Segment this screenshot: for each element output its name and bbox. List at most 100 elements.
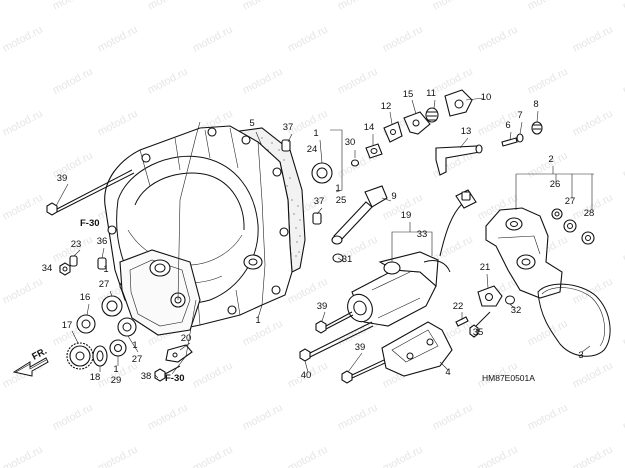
watermark-text: motod.ru [146, 402, 190, 433]
motor-assembly [347, 189, 477, 327]
callout-c23: 23 [71, 239, 82, 250]
callout-c40: 40 [301, 370, 312, 381]
reference-labels: F-30F-30 [80, 218, 185, 384]
watermark-text: motod.ru [621, 0, 625, 13]
watermark-text: motod.ru [571, 24, 615, 55]
callout-c5: 5 [249, 118, 254, 129]
watermark-text: motod.ru [621, 66, 625, 97]
watermark-text: motod.ru [286, 24, 330, 55]
callout-c33: 33 [417, 229, 428, 240]
leader-lines [55, 97, 594, 379]
ref-f30-bottom: F-30 [165, 373, 185, 384]
front-direction-arrow: FR. [12, 346, 49, 377]
watermark-text: motod.ru [476, 24, 520, 55]
watermark-text: motod.ru [286, 444, 330, 468]
gear-16 [76, 314, 96, 334]
callout-c36: 36 [97, 236, 108, 247]
watermark-text: motod.ru [526, 66, 570, 97]
callout-c27a: 27 [565, 196, 576, 207]
watermark-text: motod.ru [146, 0, 190, 13]
watermark-text: motod.ru [241, 402, 285, 433]
watermark-text: motod.ru [1, 192, 45, 223]
watermark-text: motod.ru [241, 0, 285, 13]
callout-c39b: 39 [317, 301, 328, 312]
watermark-text: motod.ru [96, 24, 140, 55]
watermark-text: motod.ru [621, 150, 625, 181]
callout-c29: 29 [111, 375, 122, 386]
watermark-text: motod.ru [51, 402, 95, 433]
crankcase-cover [104, 125, 306, 336]
watermark-text: motod.ru [621, 234, 625, 265]
callout-c27c: 27 [132, 354, 143, 365]
callout-c2: 2 [548, 154, 553, 165]
callout-c3: 3 [578, 350, 583, 361]
callout-c17: 17 [62, 320, 73, 331]
callout-c15: 15 [403, 89, 414, 100]
watermark-text: motod.ru [526, 402, 570, 433]
watermark-text: motod.ru [191, 24, 235, 55]
watermark-text: motod.ru [571, 444, 615, 468]
callout-c34: 34 [42, 263, 53, 274]
watermark-text: motod.ru [381, 24, 425, 55]
dipstick [312, 185, 388, 263]
callout-c13: 13 [461, 126, 472, 137]
watermark-text: motod.ru [431, 0, 475, 13]
watermark-text: motod.ru [621, 402, 625, 433]
watermark-text: motod.ru [381, 444, 425, 468]
callout-c35: 35 [473, 327, 484, 338]
callout-c4: 4 [445, 367, 450, 378]
callout-c37b: 37 [314, 196, 325, 207]
watermark-text: motod.ru [51, 66, 95, 97]
watermark-text: motod.ru [571, 276, 615, 307]
callout-c1c: 1 [103, 264, 108, 275]
watermark-text: motod.ru [526, 0, 570, 13]
watermark-text: motod.ru [241, 66, 285, 97]
watermark-text: motod.ru [191, 360, 235, 391]
callout-c31: 31 [342, 254, 353, 265]
watermark-text: motod.ru [96, 444, 140, 468]
callout-c6: 6 [505, 120, 510, 131]
gasket-dots [261, 137, 301, 257]
long-bolts [299, 311, 386, 384]
callout-c27b: 27 [99, 279, 110, 290]
callout-c10: 10 [481, 92, 492, 103]
callout-c19: 19 [401, 210, 412, 221]
watermark-text: motod.ru [1, 108, 45, 139]
callout-c30: 30 [345, 137, 356, 148]
callout-c39c: 39 [355, 342, 366, 353]
callout-c32: 32 [511, 305, 522, 316]
callout-c12: 12 [381, 101, 392, 112]
callout-c16: 16 [80, 292, 91, 303]
gear-17 [66, 342, 94, 370]
callout-c1a: 1 [313, 128, 318, 139]
callout-c22: 22 [453, 301, 464, 312]
watermark-text: motod.ru [1, 276, 45, 307]
lower-right-parts [381, 285, 515, 377]
callout-c1d: 1 [255, 315, 260, 326]
callout-c1e: 1 [132, 340, 137, 351]
callout-c28: 28 [584, 208, 595, 219]
watermark-text: motod.ru [96, 108, 140, 139]
callout-c20: 20 [181, 333, 192, 344]
diagram-code: HM87E0501A [482, 373, 535, 383]
callout-c25: 25 [336, 195, 347, 206]
callout-c11: 11 [426, 88, 436, 99]
watermark-text: motod.ru [336, 0, 380, 13]
callout-c21: 21 [480, 262, 491, 273]
callout-c38: 38 [141, 371, 152, 382]
callout-c1b: 1 [335, 183, 340, 194]
watermark-text: motod.ru [476, 108, 520, 139]
left-small-parts [46, 169, 193, 382]
watermark-text: motod.ru [431, 402, 475, 433]
watermark-text: motod.ru [526, 318, 570, 349]
top-middle-parts [281, 89, 543, 184]
watermark-text: motod.ru [571, 108, 615, 139]
watermark-text: motod.ru [336, 66, 380, 97]
callout-c7: 7 [517, 110, 522, 121]
callout-c24: 24 [307, 144, 318, 155]
watermark-text: motod.ru [1, 24, 45, 55]
watermark-text: motod.ru [191, 444, 235, 468]
watermark-text: motod.ru [571, 360, 615, 391]
